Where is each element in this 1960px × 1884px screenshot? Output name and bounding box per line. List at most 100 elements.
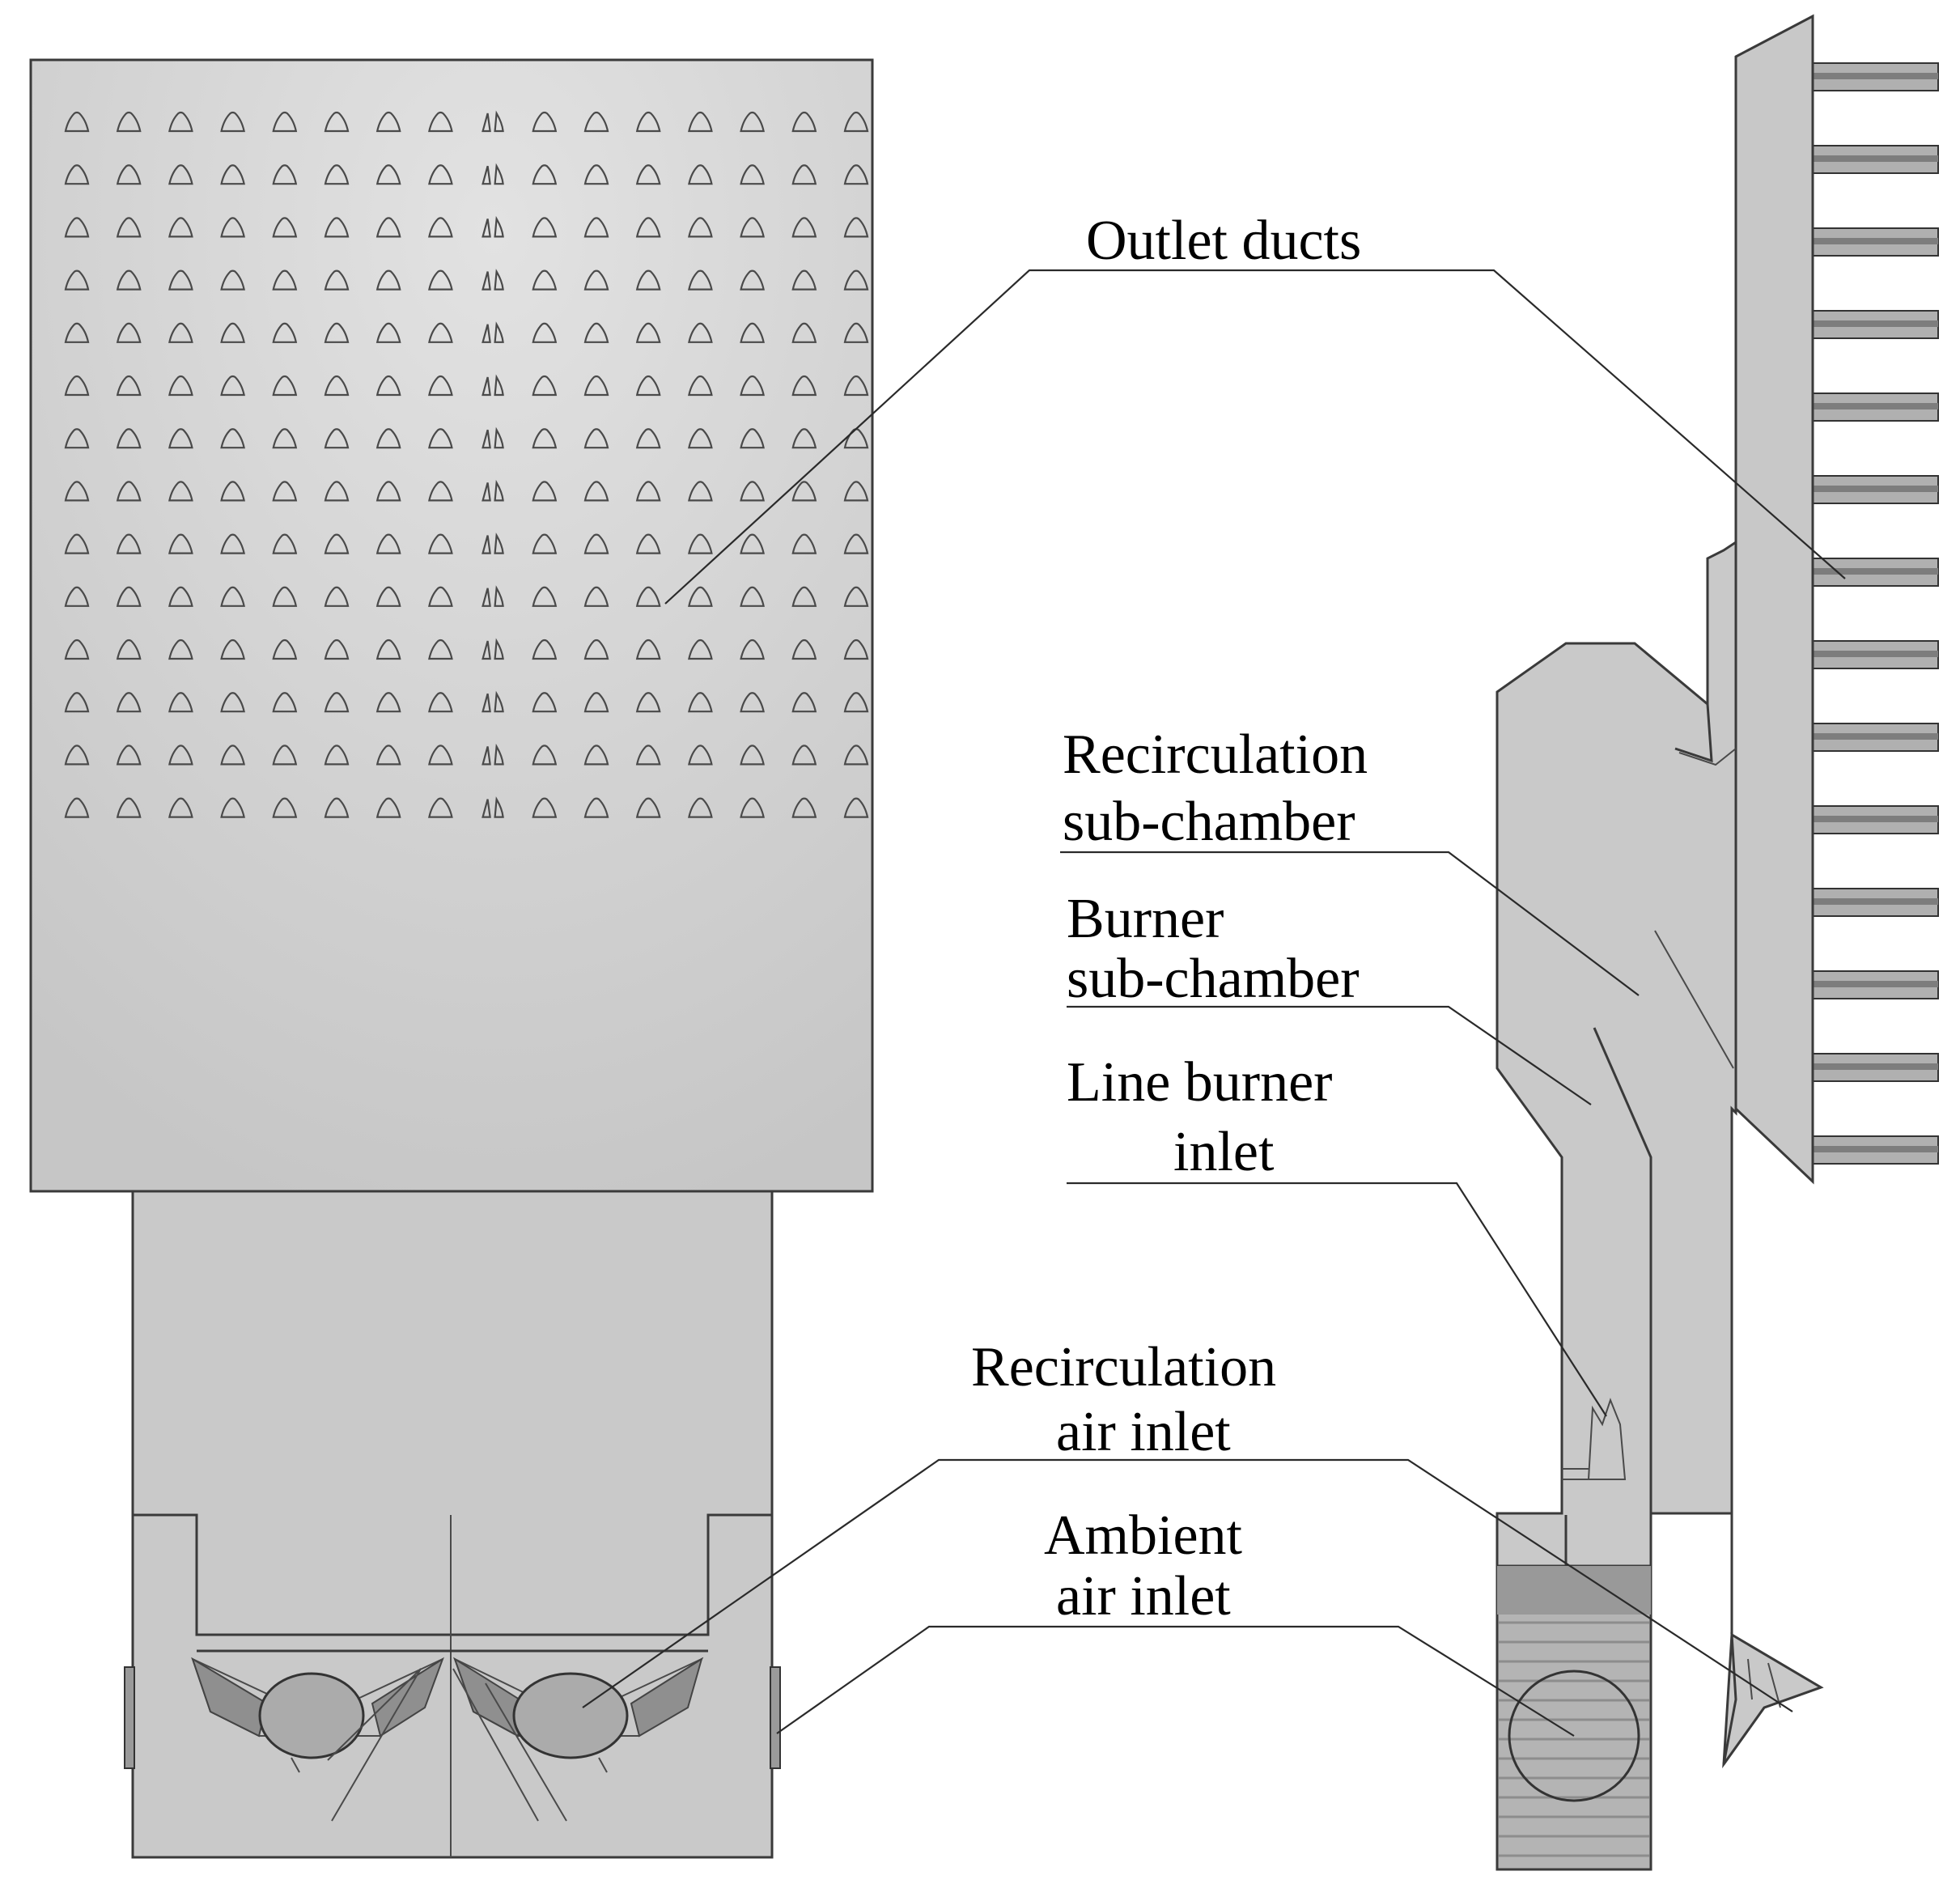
outlet-duct-hole [220,322,245,343]
outlet-duct-hole [168,217,193,238]
left-ambient-air-inlet [124,1666,135,1769]
outlet-duct-hole [324,481,350,502]
outlet-duct-hole [583,322,609,343]
outlet-duct-hole [324,745,350,766]
outlet-duct-hole [220,428,245,449]
outlet-duct-hole [482,215,504,238]
outlet-duct-hole [688,481,713,502]
line-burner-tip [1587,1398,1627,1480]
outlet-duct-hole [791,692,817,713]
outlet-duct-hole [168,797,193,818]
outlet-duct-hole [635,269,661,291]
outlet-duct-hole [791,164,817,185]
outlet-duct-hole [843,533,869,554]
outlet-duct-hole [532,797,558,818]
recirculation-duct-outlet [1722,1632,1824,1765]
outlet-duct-hole [375,111,401,133]
outlet-duct-hole [375,639,401,660]
outlet-duct-hole [428,692,453,713]
outlet-duct-hole [272,586,298,607]
outlet-duct-hole [843,322,869,343]
outlet-duct-hole [843,797,869,818]
outlet-duct-hole [116,797,142,818]
outlet-duct-hole [116,745,142,766]
outlet-duct-hole [740,322,765,343]
outlet-duct-hole [688,111,713,133]
outlet-duct-hole [532,322,558,343]
outlet-duct-hole [635,745,661,766]
outlet-duct-hole [635,164,661,185]
cooling-fin-core [1809,238,1938,244]
outlet-duct-hole [116,586,142,607]
outlet-duct-hole [428,269,453,291]
outlet-duct-hole [843,111,869,133]
label-recirculation-air-inlet-line2: air inlet [1056,1401,1231,1463]
outlet-duct-hole [220,639,245,660]
outlet-duct-hole [220,269,245,291]
outlet-duct-hole [64,745,90,766]
outlet-duct-hole [168,375,193,397]
outlet-duct-hole [740,533,765,554]
outlet-duct-hole [532,639,558,660]
outlet-duct-hole [64,586,90,607]
outlet-duct-hole [272,164,298,185]
outlet-duct-hole [583,164,609,185]
outlet-duct-hole [688,692,713,713]
outlet-duct-hole [635,797,661,818]
cooling-fin-core [1809,981,1938,987]
outlet-fins [1808,62,1939,1165]
outlet-duct-hole [116,111,142,133]
outlet-duct-hole [64,533,90,554]
outlet-duct-hole [324,164,350,185]
outlet-duct-hole [116,639,142,660]
outlet-duct-hole [740,797,765,818]
outlet-duct-hole [688,586,713,607]
outlet-duct-hole [791,533,817,554]
outlet-duct-hole [583,639,609,660]
outlet-duct-hole [168,111,193,133]
outlet-duct-hole [843,692,869,713]
outlet-duct-hole [688,375,713,397]
outlet-duct-hole [791,797,817,818]
outlet-panel [29,58,874,1193]
outlet-duct-hole [324,639,350,660]
outlet-duct-hole [116,692,142,713]
outlet-duct-hole [635,322,661,343]
outlet-duct-hole [64,111,90,133]
outlet-duct-hole [375,164,401,185]
outlet-duct-hole [635,111,661,133]
outlet-duct-hole [428,586,453,607]
outlet-duct-hole [64,217,90,238]
outlet-duct-hole [116,164,142,185]
outlet-duct-hole [583,692,609,713]
outlet-duct-hole [220,692,245,713]
outlet-duct-hole [843,481,869,502]
outlet-duct-hole [324,533,350,554]
outlet-duct-hole [635,586,661,607]
outlet-duct-hole [791,639,817,660]
outlet-duct-hole [843,217,869,238]
cooling-fin-core [1809,403,1938,409]
outlet-duct-hole [428,481,453,502]
label-line-burner-inlet-line1: Line burner [1067,1051,1332,1114]
outlet-duct-hole [740,745,765,766]
outlet-duct-hole [583,428,609,449]
outlet-duct-hole [64,481,90,502]
outlet-duct-hole [168,481,193,502]
outlet-duct-hole [168,322,193,343]
outlet-duct-hole [843,745,869,766]
outlet-duct-hole [740,639,765,660]
outlet-duct-hole [375,797,401,818]
outlet-duct-hole [272,797,298,818]
outlet-duct-hole [532,692,558,713]
outlet-duct-hole [168,533,193,554]
ambient-air-inlet-circle [1508,1670,1640,1802]
outlet-duct-hole [791,481,817,502]
outlet-duct-hole [220,797,245,818]
cooling-fin-core [1809,816,1938,822]
outlet-duct-hole [482,426,504,449]
outlet-duct-hole [583,586,609,607]
outlet-duct-hole [168,639,193,660]
outlet-duct-hole [740,692,765,713]
